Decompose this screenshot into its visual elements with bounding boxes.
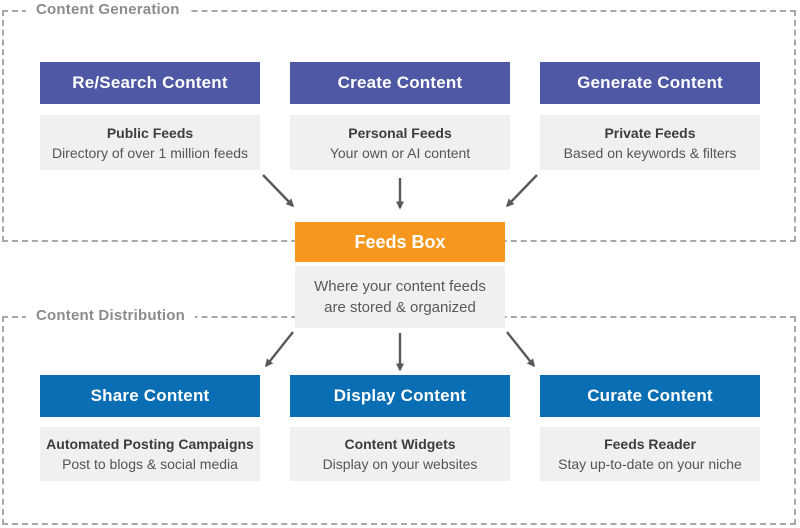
content-distribution-label: Content Distribution [26, 307, 195, 324]
feeds-box-description-line1: Where your content feeds [314, 278, 486, 295]
node-curate-content-details: Feeds Reader Stay up-to-date on your nic… [540, 427, 760, 481]
node-curate-content: Curate Content [540, 375, 760, 417]
node-research-content: Re/Search Content [40, 62, 260, 104]
node-subtitle: Post to blogs & social media [62, 456, 238, 472]
content-generation-label: Content Generation [26, 1, 190, 18]
node-title: Content Widgets [344, 436, 456, 452]
node-title: Feeds Reader [604, 436, 696, 452]
node-subtitle: Stay up-to-date on your niche [558, 456, 742, 472]
node-subtitle: Based on keywords & filters [563, 144, 737, 161]
node-subtitle: Display on your websites [322, 456, 478, 472]
node-feeds-box: Feeds Box [295, 222, 505, 262]
node-research-content-details: Public Feeds Directory of over 1 million… [40, 115, 260, 170]
node-title: Private Feeds [604, 124, 696, 141]
node-subtitle: Your own or AI content [329, 144, 471, 161]
node-generate-content-details: Private Feeds Based on keywords & filter… [540, 115, 760, 170]
node-feeds-box-description: Where your content feeds are stored & or… [295, 266, 505, 328]
node-title: Personal Feeds [348, 124, 452, 141]
node-subtitle: Directory of over 1 million feeds [51, 144, 249, 161]
node-generate-content: Generate Content [540, 62, 760, 104]
node-title: Automated Posting Campaigns [46, 436, 254, 452]
node-display-content-details: Content Widgets Display on your websites [290, 427, 510, 481]
node-create-content-details: Personal Feeds Your own or AI content [290, 115, 510, 170]
node-display-content: Display Content [290, 375, 510, 417]
node-share-content-details: Automated Posting Campaigns Post to blog… [40, 427, 260, 481]
node-title: Public Feeds [106, 124, 194, 141]
node-create-content: Create Content [290, 62, 510, 104]
feeds-box-description-line2: are stored & organized [324, 299, 476, 316]
content-distribution-section: Content Distribution [2, 307, 796, 525]
node-share-content: Share Content [40, 375, 260, 417]
